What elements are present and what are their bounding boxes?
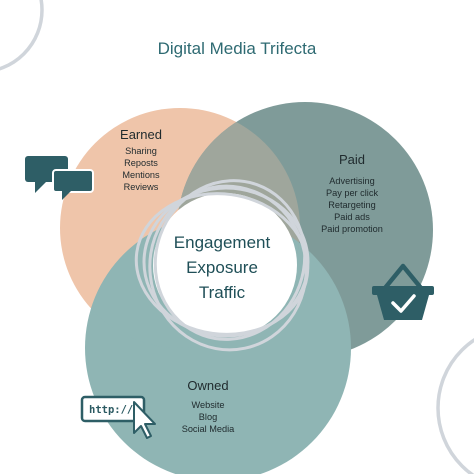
shopping-basket-check-icon <box>372 263 434 320</box>
paid-heading: Paid <box>339 152 365 167</box>
earned-item: Reviews <box>124 182 159 192</box>
earned-item: Reposts <box>124 158 158 168</box>
owned-item: Website <box>191 400 224 410</box>
earned-item: Sharing <box>125 146 157 156</box>
mouse-cursor-icon <box>133 401 156 439</box>
paid-item: Paid ads <box>334 212 370 222</box>
speech-bubbles-icon <box>25 156 94 200</box>
center-line-exposure: Exposure <box>186 258 258 277</box>
diagram-title: Digital Media Trifecta <box>158 39 317 58</box>
corner-arc-bottom-right <box>436 338 474 474</box>
owned-heading: Owned <box>187 378 228 393</box>
corner-arc-top-left <box>0 0 44 71</box>
center-line-traffic: Traffic <box>199 283 246 302</box>
paid-item: Pay per click <box>326 188 378 198</box>
paid-item: Retargeting <box>328 200 376 210</box>
paid-item: Advertising <box>329 176 374 186</box>
center-line-engagement: Engagement <box>174 233 271 252</box>
url-bar-cursor-icon: http:// <box>80 395 156 439</box>
center-rings <box>134 179 310 352</box>
earned-heading: Earned <box>120 127 162 142</box>
paid-item: Paid promotion <box>321 224 383 234</box>
earned-item: Mentions <box>122 170 160 180</box>
url-text: http:// <box>89 404 133 416</box>
owned-item: Blog <box>199 412 217 422</box>
owned-item: Social Media <box>182 424 235 434</box>
center-circle <box>153 193 297 337</box>
